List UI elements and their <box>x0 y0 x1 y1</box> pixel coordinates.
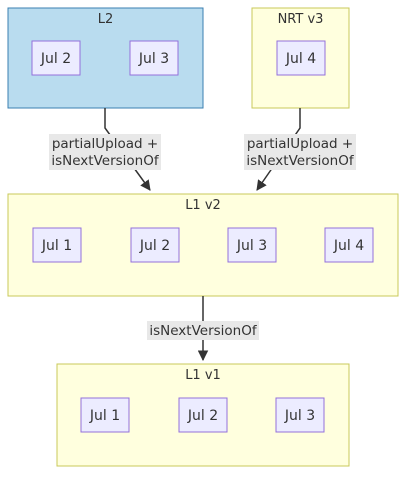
edge-label-line-2: isNextVersionOf <box>51 153 160 169</box>
cluster-nrt-v3: NRT v3 Jul 4 <box>251 7 350 109</box>
node-label: Jul 1 <box>41 238 72 254</box>
node-label: Jul 3 <box>236 238 267 254</box>
node-l1-v1-jul-1[interactable]: Jul 1 <box>80 397 130 433</box>
node-label: Jul 4 <box>285 51 316 67</box>
edge-label-bg <box>49 134 161 170</box>
edge-l1-v2-to-l1-v1: isNextVersionOf <box>147 296 259 362</box>
node-label: Jul 3 <box>138 51 169 67</box>
cluster-l1-v1: L1 v1 Jul 1 Jul 2 Jul 3 <box>56 363 350 467</box>
cluster-nrt-v3-title: NRT v3 <box>278 12 324 27</box>
node-l1-v2-jul-1[interactable]: Jul 1 <box>32 227 82 263</box>
cluster-l2-title: L2 <box>98 12 114 27</box>
node-l1-v2-jul-2[interactable]: Jul 2 <box>130 227 180 263</box>
node-nrt-v3-jul-4[interactable]: Jul 4 <box>276 40 326 76</box>
node-l1-v2-jul-3[interactable]: Jul 3 <box>227 227 277 263</box>
edge-label-bg <box>147 321 259 340</box>
edge-l2-to-l1-v2: partialUpload + isNextVersionOf <box>49 108 161 191</box>
node-label: Jul 2 <box>40 51 71 67</box>
node-l1-v2-jul-4[interactable]: Jul 4 <box>324 227 374 263</box>
node-l2-jul-2[interactable]: Jul 2 <box>31 40 81 76</box>
node-label: Jul 2 <box>187 408 218 424</box>
edge-label-line-1: partialUpload + <box>52 136 158 152</box>
edge-label-line-1: partialUpload + <box>247 136 353 152</box>
node-label: Jul 3 <box>284 408 315 424</box>
node-l1-v1-jul-2[interactable]: Jul 2 <box>178 397 228 433</box>
node-l2-jul-3[interactable]: Jul 3 <box>129 40 179 76</box>
node-label: Jul 2 <box>139 238 170 254</box>
edge-label-bg <box>244 134 356 170</box>
cluster-l1-v2-title: L1 v2 <box>185 198 221 213</box>
edge-nrt-v3-to-l1-v2: partialUpload + isNextVersionOf <box>244 108 356 191</box>
node-label: Jul 1 <box>89 408 120 424</box>
cluster-l1-v2: L1 v2 Jul 1 Jul 2 Jul 3 Jul 4 <box>7 193 399 297</box>
cluster-l2: L2 Jul 2 Jul 3 <box>7 7 204 109</box>
edge-label-line-2: isNextVersionOf <box>246 153 355 169</box>
edge-label-line-1: isNextVersionOf <box>149 323 258 339</box>
node-label: Jul 4 <box>333 238 364 254</box>
cluster-l1-v1-title: L1 v1 <box>185 368 221 383</box>
node-l1-v1-jul-3[interactable]: Jul 3 <box>275 397 325 433</box>
